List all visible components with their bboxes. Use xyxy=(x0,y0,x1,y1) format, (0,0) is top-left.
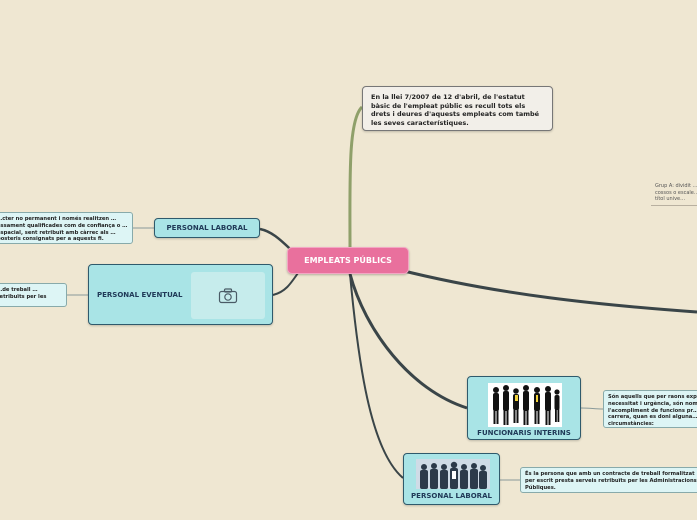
side-note-underline xyxy=(651,205,697,206)
topic-label: PERSONAL LABORAL xyxy=(411,492,492,500)
topic-label: PERSONAL EVENTUAL xyxy=(97,291,183,299)
topic-personal-laboral-top[interactable]: PERSONAL LABORAL xyxy=(154,218,260,238)
subtopic-laboral-detail[interactable]: …cter no permanent i només realitzen …es… xyxy=(0,212,133,244)
subtopic-text: És la persona que amb un contracte de tr… xyxy=(525,471,697,491)
team-photo-image xyxy=(416,459,490,489)
business-people-image xyxy=(488,383,562,427)
topic-personal-laboral-bottom[interactable]: PERSONAL LABORAL xyxy=(403,453,500,505)
camera-icon xyxy=(218,287,238,303)
subtopic-text: Són aquells que per raons exp… necessita… xyxy=(608,394,697,428)
intro-note-text: En la llei 7/2007 de 12 d'abril, de l'es… xyxy=(371,93,540,127)
intro-note[interactable]: En la llei 7/2007 de 12 d'abril, de l'es… xyxy=(362,86,553,131)
subtopic-interins-detail[interactable]: Són aquells que per raons exp… necessita… xyxy=(603,390,697,428)
image-placeholder[interactable] xyxy=(191,272,265,319)
topic-personal-eventual[interactable]: PERSONAL EVENTUAL xyxy=(88,264,273,325)
central-topic[interactable]: EMPLEATS PÚBLICS xyxy=(287,247,409,274)
subtopic-laboral-bottom-detail[interactable]: És la persona que amb un contracte de tr… xyxy=(520,467,697,493)
subtopic-eventual-detail[interactable]: …de treball …retribuïts per les xyxy=(0,283,67,307)
topic-label: FUNCIONARIS INTERINS xyxy=(477,429,571,437)
side-note-text: Grup A: dividit … cossos o escale… d'un … xyxy=(655,183,697,202)
topic-label: PERSONAL LABORAL xyxy=(166,224,248,232)
subtopic-text: …de treball …retribuïts per les xyxy=(0,287,47,300)
subtopic-text: …cter no permanent i només realitzen …es… xyxy=(0,216,128,243)
central-topic-label: EMPLEATS PÚBLICS xyxy=(304,256,392,265)
side-note-grup-a[interactable]: Grup A: dividit … cossos o escale… d'un … xyxy=(655,183,697,203)
topic-funcionaris-interins[interactable]: FUNCIONARIS INTERINS xyxy=(467,376,581,440)
